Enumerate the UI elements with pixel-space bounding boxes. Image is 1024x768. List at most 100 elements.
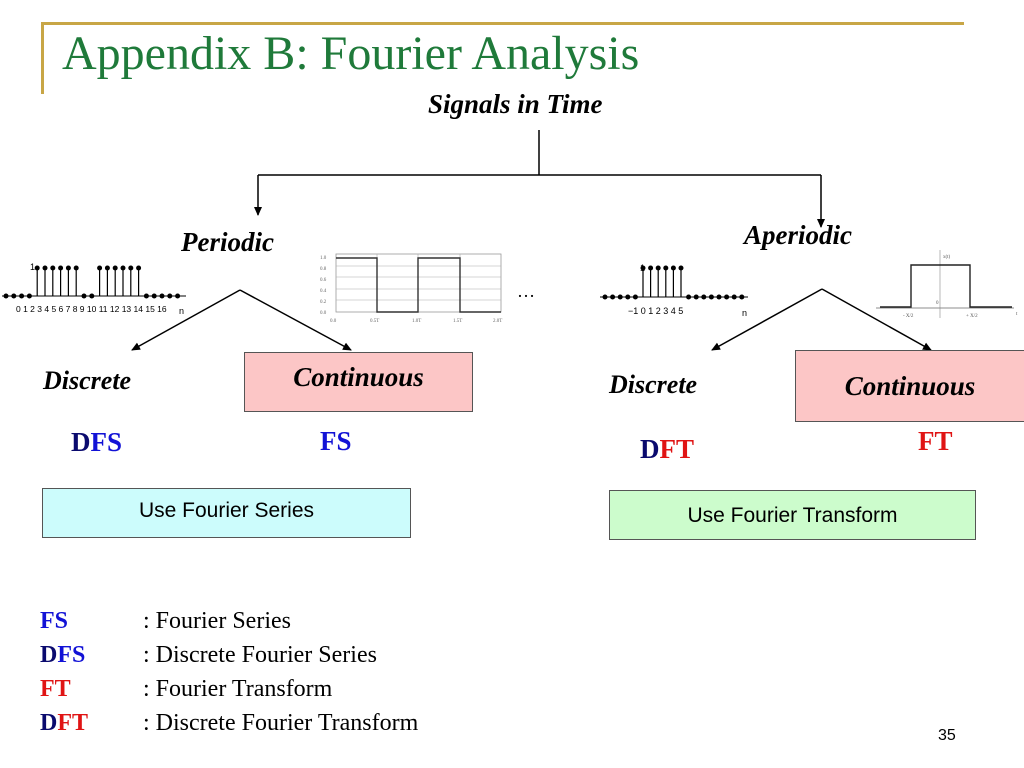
legend-key: FS (40, 607, 69, 634)
pd-sample-dot (34, 265, 40, 271)
pd-sample-dot (73, 265, 79, 271)
ad-sample-dot (632, 294, 638, 300)
ad-sample-dot (655, 265, 661, 271)
ad-sample-dot (617, 294, 623, 300)
aperiodic-to-continuous-arrow (821, 288, 932, 351)
pc-xtick: 1.0T (412, 319, 421, 324)
legend-desc: : Discrete Fourier Transform (143, 709, 419, 736)
ad-sample-dot (708, 294, 714, 300)
legend-row: FT : Fourier Transform (40, 672, 418, 706)
pd-sample-dot (167, 293, 173, 299)
pd-sample-dot (58, 265, 64, 271)
pc-xtick: 1.5T (453, 319, 462, 324)
pd-sample-dot (104, 265, 110, 271)
slide-title: Appendix B: Fourier Analysis (62, 27, 640, 80)
pd-sample-dot (112, 265, 118, 271)
periodic-to-continuous-arrow (239, 289, 352, 351)
legend-desc: : Fourier Transform (143, 675, 333, 702)
ad-sample-dot (602, 294, 608, 300)
aperiodic-node-label: Aperiodic (744, 220, 852, 250)
pd-sample-dot (65, 265, 71, 271)
pd-sample-dot (159, 293, 165, 299)
periodic-to-discrete-arrow (131, 289, 241, 351)
ad-sample-dot (693, 294, 699, 300)
pc-ytick: 0.0 (320, 311, 327, 316)
use-fourier-transform-box: Use Fourier Transform (609, 490, 976, 540)
ad-sample-dot (724, 294, 730, 300)
ad-sample-dot (648, 265, 654, 271)
use-fourier-series-label: Use Fourier Series (138, 499, 315, 522)
ad-sample-dot (625, 294, 631, 300)
title-accent-bar-left (41, 22, 44, 94)
pd-sample-dot (128, 265, 134, 271)
pd-sample-dot (136, 265, 142, 271)
pd-sample-dot (3, 293, 9, 299)
pd-one-label: 1 (30, 262, 35, 272)
title-accent-bar-top (44, 22, 964, 25)
ad-sample-dot (731, 294, 737, 300)
pc-ytick: 0.8 (320, 267, 327, 272)
aperiodic-discrete-label: Discrete (609, 370, 698, 399)
ad-sample-dot (610, 294, 616, 300)
pd-sample-dot (11, 293, 17, 299)
legend-key: DFT (40, 709, 89, 736)
ad-sample-dot (678, 265, 684, 271)
pd-sample-dot (42, 265, 48, 271)
periodic-discrete-label: Discrete (43, 366, 132, 395)
ad-sample-dot (670, 265, 676, 271)
pd-sample-dot (19, 293, 25, 299)
aperiodic-continuous-box: Continuous (795, 350, 1024, 422)
ac-top-label: x(t) (943, 255, 951, 260)
pd-sample-dot (26, 293, 32, 299)
periodic-continuation-ellipsis: … (517, 281, 535, 301)
ad-sample-dot (739, 294, 745, 300)
pc-ytick: 0.4 (320, 289, 327, 294)
pc-xtick: 0.5T (370, 319, 379, 324)
pc-ytick: 0.2 (320, 300, 327, 305)
pc-xtick: 0.0 (330, 319, 337, 324)
dfs-abbreviation: DFS (71, 427, 123, 457)
pd-sample-dot (89, 293, 95, 299)
periodic-discrete-stem-plot: 1 0 1 2 3 4 5 6 7 8 9 10 11 12 13 14 15 … (2, 262, 186, 316)
legend-row: DFT : Discrete Fourier Transform (40, 706, 418, 740)
ac-left-label: - X/2 (903, 314, 914, 319)
pd-sample-dot (50, 265, 56, 271)
ft-abbreviation: FT (918, 426, 953, 456)
pc-ytick: 0.6 (320, 278, 327, 283)
ad-n-label: n (742, 308, 747, 318)
pd-sample-dot (151, 293, 157, 299)
pd-sample-dot (81, 293, 87, 299)
ad-sample-dot (686, 294, 692, 300)
periodic-node-label: Periodic (181, 227, 274, 257)
pd-sample-dot (97, 265, 103, 271)
ad-sample-dot (640, 265, 646, 271)
root-node-label: Signals in Time (428, 89, 603, 119)
ad-sample-dot (716, 294, 722, 300)
pc-ytick: 1.0 (320, 256, 327, 261)
pd-sample-dot (120, 265, 126, 271)
aperiodic-continuous-pulse: x(t) - X/2 + X/2 0 t (876, 250, 1018, 319)
legend-key: DFS (40, 641, 86, 668)
ad-sample-dot (663, 265, 669, 271)
periodic-continuous-box: Continuous (244, 352, 473, 412)
page-number: 35 (938, 727, 956, 744)
pd-n-label: n (179, 306, 184, 316)
aperiodic-discrete-stem-plot: 1 −1 0 1 2 3 4 5 n (600, 263, 748, 318)
pd-axis-labels: 0 1 2 3 4 5 6 7 8 9 10 11 12 13 14 15 16 (16, 304, 167, 314)
ac-right-label: + X/2 (966, 314, 978, 319)
periodic-continuous-square-wave: 1.0 0.8 0.6 0.4 0.2 0.0 0.0 0.5T 1.0T 1.… (320, 253, 502, 324)
aperiodic-continuous-label: Continuous (844, 370, 976, 401)
legend-desc: : Discrete Fourier Series (143, 641, 377, 668)
pc-xtick: 2.0T (493, 319, 502, 324)
fs-abbreviation: FS (320, 426, 352, 456)
use-fourier-transform-label: Use Fourier Transform (687, 504, 898, 527)
legend-desc: : Fourier Series (143, 607, 291, 634)
pd-sample-dot (143, 293, 149, 299)
use-fourier-series-box: Use Fourier Series (42, 488, 411, 538)
aperiodic-to-discrete-arrow (711, 288, 823, 351)
ac-zero-label: 0 (936, 301, 939, 306)
ad-sample-dot (701, 294, 707, 300)
periodic-continuous-label: Continuous (293, 361, 424, 392)
legend-row: FS : Fourier Series (40, 604, 418, 638)
